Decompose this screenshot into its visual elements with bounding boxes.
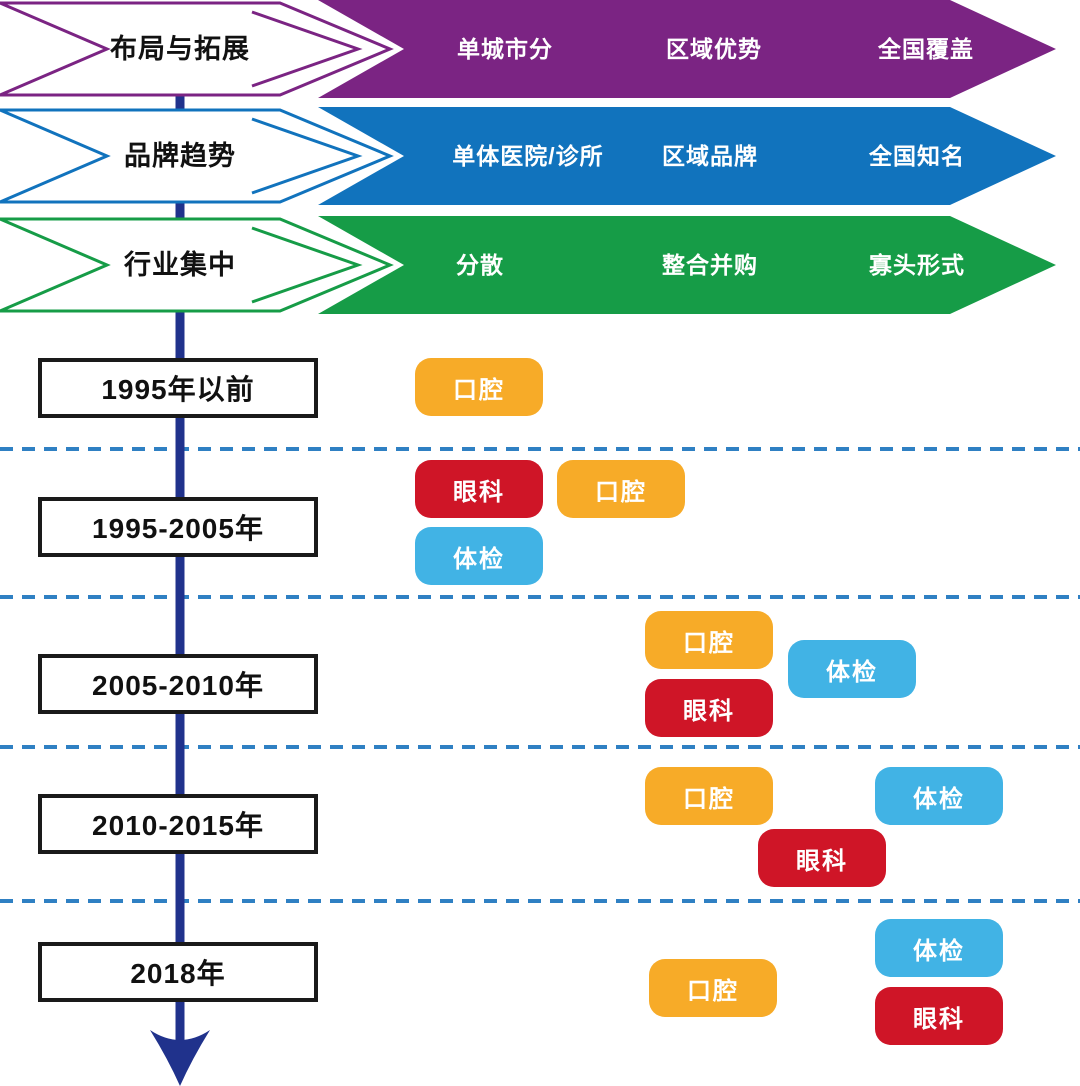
banner-stage-2: 区域优势 bbox=[666, 36, 762, 62]
banner-chevron-accent bbox=[251, 117, 363, 195]
period-box-2018: 2018年 bbox=[38, 942, 318, 1002]
pill-checkup: 体检 bbox=[788, 640, 916, 698]
banner-arrow-shape bbox=[0, 216, 1056, 314]
pill-ophthalmology: 眼科 bbox=[415, 460, 543, 518]
banner-stage-1: 单体医院/诊所 bbox=[452, 143, 604, 169]
banner-title: 布局与拓展 bbox=[110, 34, 250, 64]
banner-stage-3: 全国知名 bbox=[869, 143, 965, 169]
banner-stage-3: 寡头形式 bbox=[869, 252, 965, 278]
pill-dental: 口腔 bbox=[415, 358, 543, 416]
banner-stage-1: 单城市分 bbox=[457, 36, 553, 62]
banner-stage-2: 整合并购 bbox=[662, 252, 758, 278]
banner-arrow-shape bbox=[0, 0, 1056, 98]
pill-ophthalmology: 眼科 bbox=[758, 829, 886, 887]
banner-brand-trend: 品牌趋势 单体医院/诊所 区域品牌 全国知名 bbox=[0, 107, 1080, 205]
banner-title: 品牌趋势 bbox=[124, 141, 236, 171]
period-box-1995-2005: 1995-2005年 bbox=[38, 497, 318, 557]
period-box-2010-2015: 2010-2015年 bbox=[38, 794, 318, 854]
banner-layout-expansion: 布局与拓展 单城市分 区域优势 全国覆盖 bbox=[0, 0, 1080, 98]
banner-band bbox=[318, 107, 1056, 205]
banner-stage-1: 分散 bbox=[456, 252, 504, 278]
pill-dental: 口腔 bbox=[649, 959, 777, 1017]
banner-band bbox=[318, 0, 1056, 98]
banner-stage-3: 全国覆盖 bbox=[878, 36, 974, 62]
banner-chevron-accent bbox=[251, 226, 363, 304]
pill-dental: 口腔 bbox=[645, 611, 773, 669]
banner-title: 行业集中 bbox=[124, 250, 236, 280]
pill-dental: 口腔 bbox=[645, 767, 773, 825]
period-box-before-1995: 1995年以前 bbox=[38, 358, 318, 418]
pill-ophthalmology: 眼科 bbox=[645, 679, 773, 737]
pill-ophthalmology: 眼科 bbox=[875, 987, 1003, 1045]
banner-arrow-shape bbox=[0, 107, 1056, 205]
pill-checkup: 体检 bbox=[415, 527, 543, 585]
banner-chevron-accent bbox=[251, 10, 363, 88]
pill-dental: 口腔 bbox=[557, 460, 685, 518]
pill-checkup: 体检 bbox=[875, 919, 1003, 977]
timeline-arrowhead-icon bbox=[150, 1030, 210, 1086]
banner-band bbox=[318, 216, 1056, 314]
banner-industry-concentration: 行业集中 分散 整合并购 寡头形式 bbox=[0, 216, 1080, 314]
period-box-2005-2010: 2005-2010年 bbox=[38, 654, 318, 714]
pill-checkup: 体检 bbox=[875, 767, 1003, 825]
banner-stage-2: 区域品牌 bbox=[662, 143, 758, 169]
